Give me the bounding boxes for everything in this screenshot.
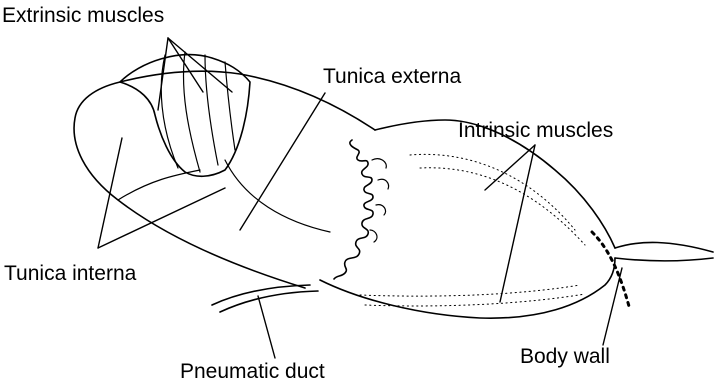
leader-intrinsic (500, 145, 535, 302)
pneumatic-duct (212, 285, 310, 305)
label-body-wall: Body wall (520, 345, 610, 369)
leader-externa (240, 93, 325, 230)
label-pneumatic-duct: Pneumatic duct (180, 360, 325, 384)
leader-extrinsic (168, 38, 232, 92)
anterior-chamber-outline (74, 71, 375, 288)
extrinsic-muscle-fiber (183, 52, 200, 172)
junction-cilia (370, 159, 389, 242)
chamber-junction (334, 140, 373, 279)
extrinsic-muscle-fiber (225, 62, 235, 150)
leader-interna (98, 138, 122, 248)
label-extrinsic-muscles: Extrinsic muscles (2, 4, 164, 28)
leader-pneumatic-duct (258, 296, 275, 358)
anterior-cap-boundary (118, 170, 200, 200)
pneumatic-duct (220, 291, 318, 312)
label-tunica-externa: Tunica externa (323, 65, 461, 89)
body-wall-line (592, 232, 630, 310)
posterior-tail (615, 242, 713, 252)
posterior-chamber-outline (320, 258, 615, 318)
leader-interna (98, 188, 225, 248)
leader-body-wall (603, 268, 622, 345)
intrinsic-muscle-dots (420, 168, 585, 245)
posterior-tail (615, 258, 713, 261)
intrinsic-muscle-dots (360, 285, 580, 296)
leader-extrinsic (168, 38, 203, 92)
label-intrinsic-muscles: Intrinsic muscles (458, 119, 613, 143)
label-tunica-interna: Tunica interna (4, 262, 136, 286)
